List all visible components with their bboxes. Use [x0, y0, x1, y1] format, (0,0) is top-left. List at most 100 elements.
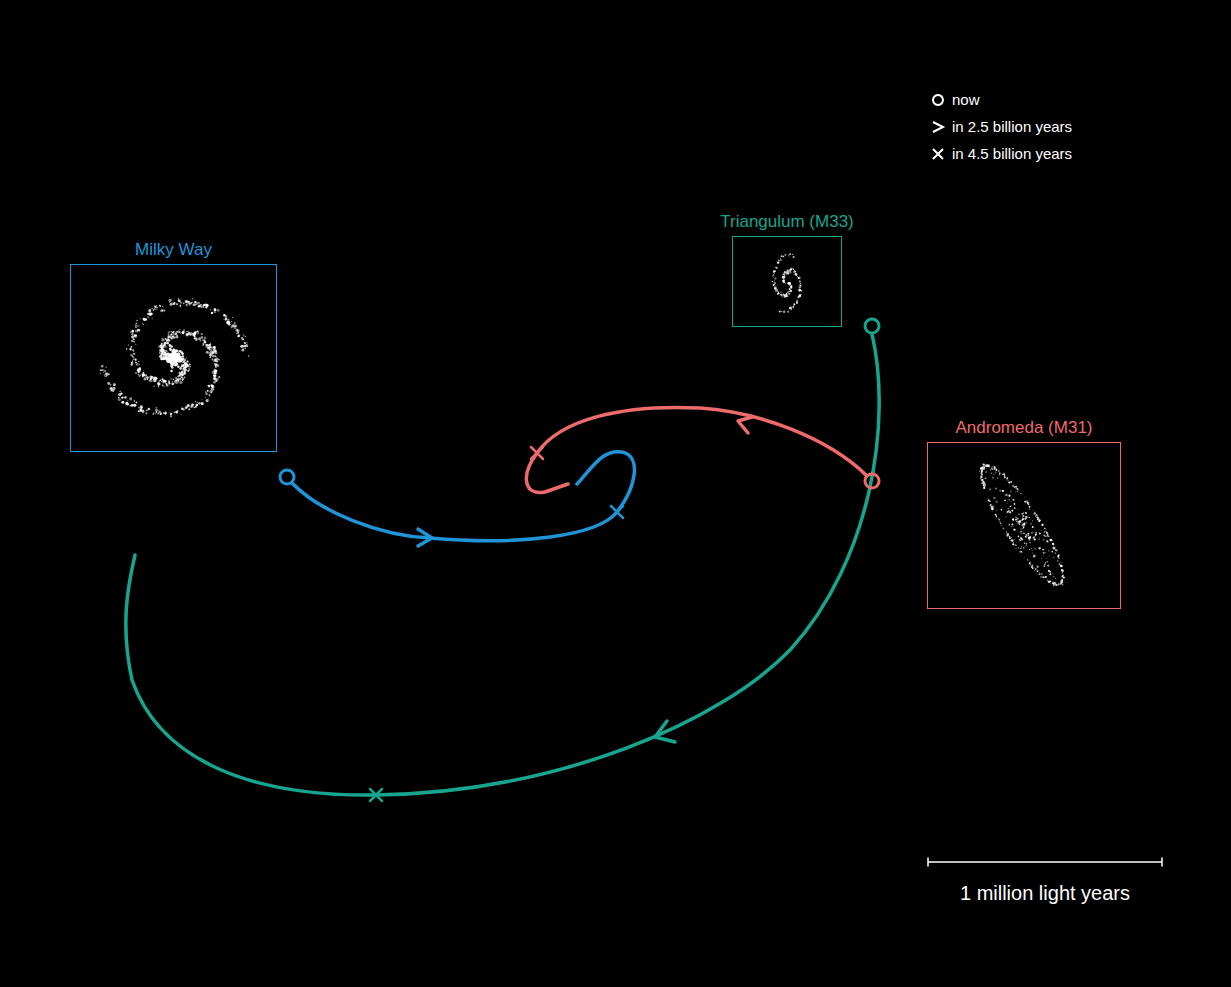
- star-dot: [788, 273, 789, 274]
- star-dot: [152, 413, 154, 415]
- star-dot: [211, 351, 214, 354]
- star-dot: [174, 332, 177, 335]
- star-dot: [169, 304, 170, 305]
- star-dot: [1009, 481, 1011, 483]
- star-dot: [990, 489, 992, 491]
- star-dot: [170, 414, 172, 416]
- star-dot: [987, 465, 989, 467]
- star-dot: [995, 468, 997, 470]
- star-dot: [129, 397, 132, 400]
- star-dot: [165, 338, 167, 340]
- star-dot: [179, 381, 182, 384]
- star-dot: [1032, 526, 1034, 528]
- star-dot: [790, 283, 792, 285]
- star-dot: [1027, 533, 1029, 535]
- star-dot: [135, 327, 136, 328]
- star-dot: [773, 272, 775, 274]
- star-dot: [1028, 504, 1029, 505]
- star-dot: [167, 338, 169, 340]
- star-dot: [203, 343, 204, 344]
- star-dot: [163, 353, 165, 355]
- star-dot: [1029, 506, 1031, 508]
- star-dot: [193, 303, 196, 306]
- star-dot: [1039, 520, 1041, 522]
- star-dot: [799, 289, 801, 291]
- star-dot: [1022, 524, 1024, 526]
- star-dot: [1006, 477, 1008, 479]
- star-dot: [1046, 571, 1048, 573]
- star-dot: [798, 289, 800, 291]
- star-dot: [1018, 513, 1019, 514]
- galaxy-box: Andromeda (M31): [927, 442, 1121, 609]
- star-dot: [176, 303, 178, 305]
- star-dot: [1043, 566, 1045, 568]
- star-dot: [182, 331, 185, 334]
- star-dot: [225, 317, 227, 319]
- star-dot: [1049, 573, 1051, 575]
- star-dot: [1011, 510, 1013, 512]
- star-dot: [232, 317, 233, 318]
- star-dot: [1019, 522, 1020, 523]
- star-dot: [169, 412, 171, 414]
- star-dot: [177, 365, 180, 368]
- star-dot: [785, 272, 786, 273]
- star-dot: [774, 282, 776, 284]
- star-dot: [774, 286, 776, 288]
- star-dot: [1020, 528, 1022, 530]
- star-dot: [151, 308, 152, 309]
- star-dot: [174, 356, 177, 359]
- star-dot: [134, 335, 137, 338]
- star-dot: [795, 271, 797, 273]
- star-dot: [781, 255, 783, 257]
- star-dot: [179, 331, 180, 332]
- star-dot: [988, 465, 990, 467]
- star-dot: [138, 374, 139, 375]
- galaxy-box: Milky Way: [70, 264, 277, 452]
- star-dot: [986, 465, 987, 466]
- star-dot: [189, 368, 191, 370]
- star-dot: [1021, 524, 1023, 526]
- star-dot: [238, 334, 241, 337]
- arrow-head: [655, 721, 675, 742]
- star-dot: [179, 378, 181, 380]
- star-dot: [1019, 539, 1020, 540]
- star-dot: [1006, 502, 1008, 504]
- star-dot: [1030, 505, 1032, 507]
- star-dot: [134, 359, 136, 361]
- star-dot: [216, 373, 217, 374]
- legend-entry: now: [930, 86, 1072, 113]
- star-dot: [1023, 528, 1024, 529]
- star-dot: [121, 401, 124, 404]
- star-dot: [989, 488, 991, 490]
- star-dot: [1014, 544, 1016, 546]
- star-dot: [999, 472, 1001, 474]
- star-dot: [1010, 538, 1011, 539]
- star-dot: [143, 371, 144, 372]
- star-dot: [231, 327, 232, 328]
- star-dot: [197, 332, 199, 334]
- star-dot: [172, 381, 173, 382]
- star-dot: [784, 271, 786, 273]
- star-dot: [1015, 516, 1017, 518]
- star-dot: [773, 266, 775, 268]
- star-dot: [1006, 500, 1008, 502]
- star-dot: [132, 355, 133, 356]
- star-dot: [171, 334, 173, 336]
- star-dot: [783, 272, 785, 274]
- star-dot: [1006, 478, 1007, 479]
- star-dot: [1011, 539, 1013, 541]
- star-dot: [175, 377, 177, 379]
- star-dot: [1061, 569, 1063, 571]
- star-dot: [794, 271, 795, 272]
- star-dot: [993, 473, 995, 475]
- star-dot: [174, 376, 176, 378]
- star-dot: [1055, 584, 1057, 586]
- star-dot: [210, 384, 213, 387]
- star-dot: [1008, 495, 1010, 497]
- star-dot: [1020, 493, 1021, 494]
- star-dot: [984, 487, 986, 489]
- star-dot: [991, 468, 993, 470]
- star-dot: [799, 281, 801, 283]
- star-dot: [165, 344, 167, 346]
- star-dot: [161, 381, 162, 382]
